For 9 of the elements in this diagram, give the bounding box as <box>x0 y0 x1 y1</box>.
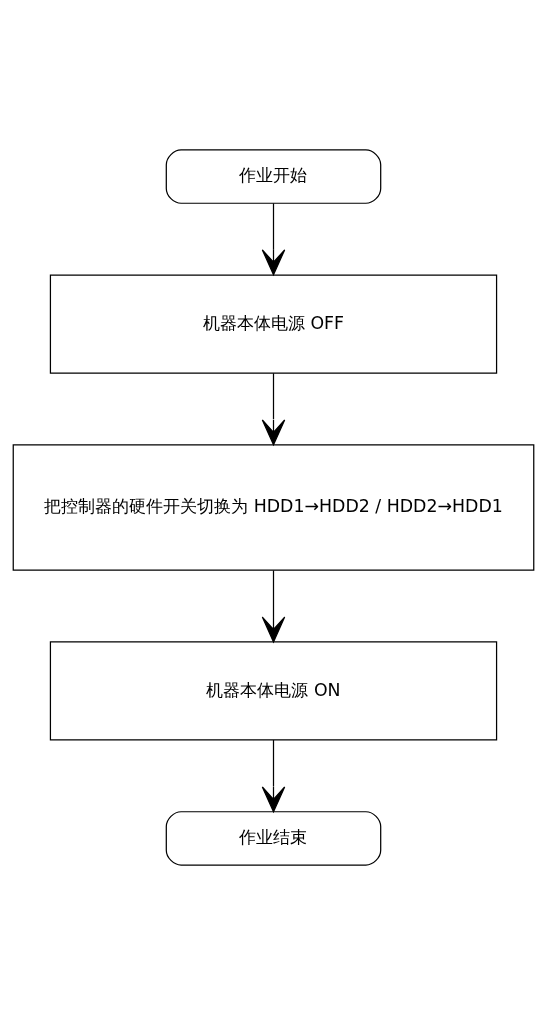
node-box: 把控制器的硬件开关切换为 HDD1→HDD2 / HDD2→HDD1 <box>12 444 535 571</box>
arrow <box>261 569 286 643</box>
node-box: 机器本体电源 ON <box>49 641 498 741</box>
arrow <box>261 372 286 446</box>
arrow <box>261 739 286 813</box>
node-box: 机器本体电源 OFF <box>49 274 498 374</box>
arrow <box>261 202 286 276</box>
node-box: 作业开始 <box>165 149 382 204</box>
node-box: 作业结束 <box>165 811 382 866</box>
